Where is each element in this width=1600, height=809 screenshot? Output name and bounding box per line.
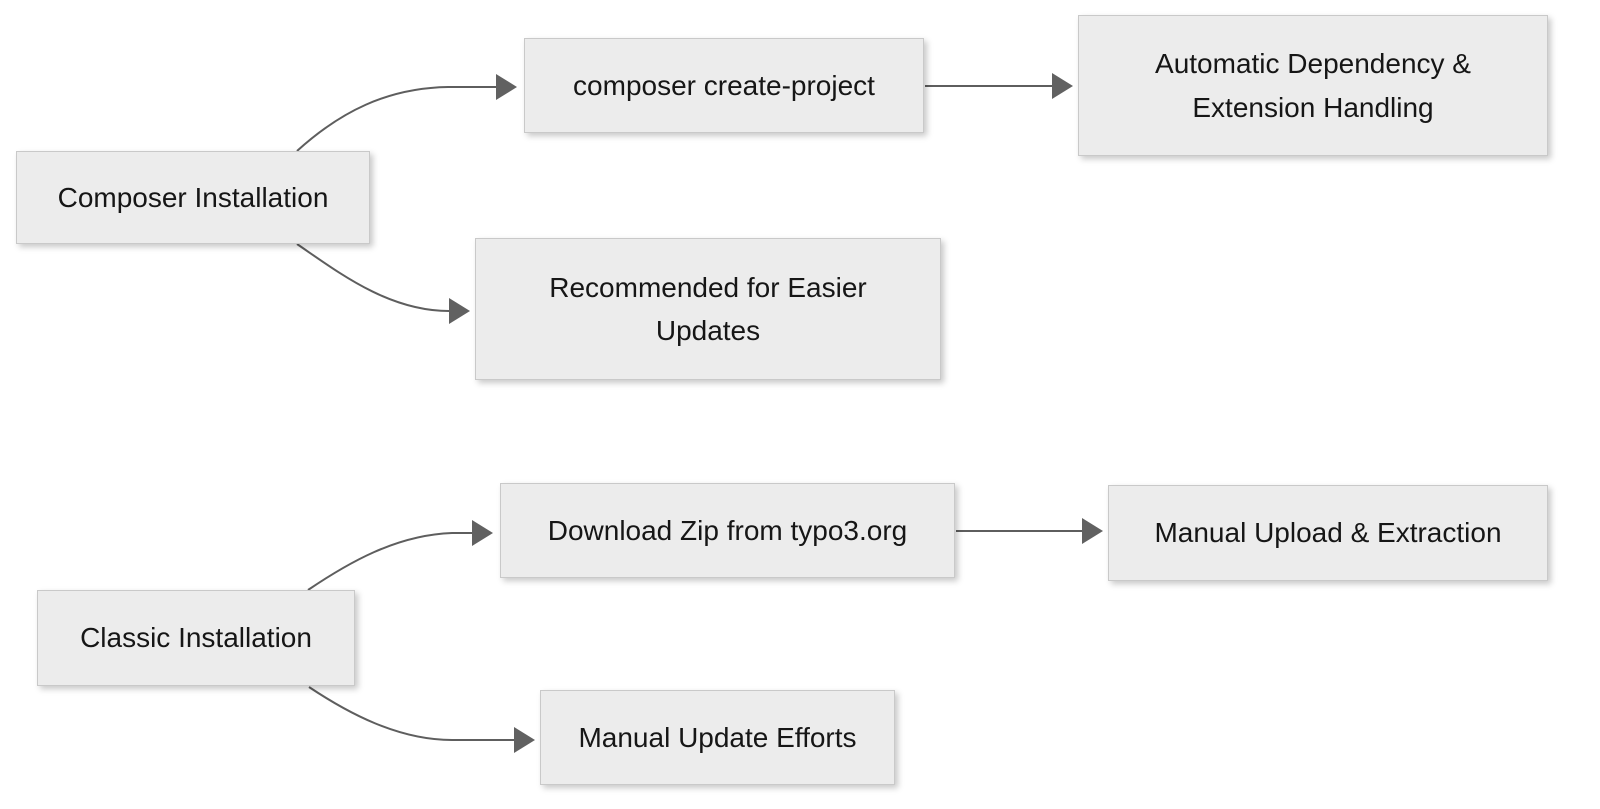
edge-classic-to-download-zip	[307, 520, 493, 591]
node-label: Recommended for Easier Updates	[549, 271, 867, 346]
edge-classic-to-manual-update	[308, 686, 535, 753]
node-label: Composer Installation	[57, 181, 329, 213]
node-manual-upload-extraction: Manual Upload & Extraction	[1108, 485, 1548, 581]
node-label: composer create-project	[573, 69, 875, 101]
node-automatic-dependency-extension-handling: Automatic Dependency & Extension Handlin…	[1078, 15, 1548, 156]
node-label: Manual Update Efforts	[578, 721, 857, 753]
node-download-zip-from-typo3-org: Download Zip from typo3.org	[500, 483, 955, 578]
edge-composer-to-create-project	[296, 74, 517, 152]
node-composer-installation: Composer Installation	[16, 151, 370, 244]
node-recommended-for-easier-updates: Recommended for Easier Updates	[475, 238, 941, 380]
edge-composer-to-recommended	[296, 243, 470, 324]
node-manual-update-efforts: Manual Update Efforts	[540, 690, 895, 785]
node-label: Download Zip from typo3.org	[547, 514, 908, 546]
node-composer-create-project: composer create-project	[524, 38, 924, 133]
node-label: Automatic Dependency & Extension Handlin…	[1155, 48, 1471, 123]
node-classic-installation: Classic Installation	[37, 590, 355, 686]
node-label: Classic Installation	[80, 622, 312, 654]
node-label: Manual Upload & Extraction	[1154, 517, 1502, 549]
